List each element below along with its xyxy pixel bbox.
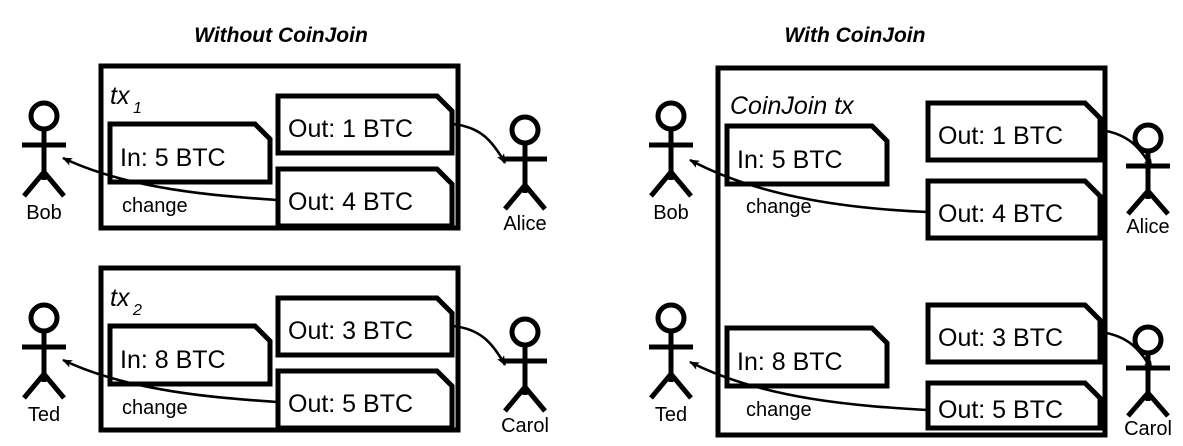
coinjoin-change-label-2: change: [746, 399, 812, 421]
tx2-output1-label: Out: 3 BTC: [288, 317, 413, 345]
carol-left-head: [509, 316, 541, 348]
tx1-input-label: In: 5 BTC: [120, 144, 226, 172]
coinjoin-output2-box: [925, 178, 1103, 241]
coinjoin-tx-label: CoinJoin tx: [730, 92, 855, 120]
coinjoin-change-arrow-2: [689, 360, 928, 412]
right-person-carol: Carol: [1124, 324, 1172, 440]
ted-left-head: [28, 302, 60, 334]
coinjoin-input1-label: In: 5 BTC: [737, 146, 843, 174]
coinjoin-output2-label: Out: 4 BTC: [938, 200, 1063, 228]
alice-left-legs: [503, 181, 547, 211]
coinjoin-input2-box: [724, 325, 890, 389]
alice-left-label: Alice: [503, 213, 546, 235]
carol-left-legs: [503, 383, 547, 413]
tx1-input-box: [107, 121, 273, 185]
right-person-ted: Ted: [649, 302, 693, 426]
left-panel-title: Without CoinJoin: [194, 24, 368, 47]
tx2-input-label: In: 8 BTC: [120, 346, 226, 374]
tx1-output1-box: [275, 93, 455, 156]
tx1-output1-label: Out: 1 BTC: [288, 115, 413, 143]
right-person-bob: Bob: [649, 100, 693, 224]
tx1-change-arrow: [62, 156, 278, 202]
coinjoin-change-arrow-1: [689, 158, 928, 214]
tx2-output2-label: Out: 5 BTC: [288, 390, 413, 418]
left-tx1-group: tx 1 In: 5 BTC Out: 1 BTC Out: 4 BTC cha…: [62, 63, 507, 231]
tx1-output2-box: [275, 166, 455, 229]
carol-right-legs: [1126, 389, 1170, 418]
ted-right-head: [655, 302, 687, 334]
tx2-input-box: [107, 323, 273, 387]
left-person-alice: Alice: [503, 114, 547, 235]
coinjoin-output1-box: [925, 100, 1103, 163]
coinjoin-change-label-1: change: [746, 196, 812, 218]
coinjoin-input2-label: In: 8 BTC: [737, 348, 843, 376]
right-person-alice: Alice: [1126, 122, 1170, 238]
alice-right-legs: [1126, 187, 1170, 216]
tx1-payment-arrow: [452, 122, 507, 164]
bob-right-label: Bob: [653, 202, 689, 224]
bob-left-legs: [22, 168, 66, 198]
bob-right-head: [655, 100, 687, 132]
tx2-subscript: 2: [132, 302, 142, 319]
tx2-label: tx: [110, 284, 131, 312]
ted-right-label: Ted: [655, 404, 687, 426]
coinjoin-output1-label: Out: 1 BTC: [938, 122, 1063, 150]
left-person-bob: Bob: [22, 100, 66, 224]
coinjoin-output4-box: [925, 380, 1103, 431]
coinjoin-output4-label: Out: 5 BTC: [938, 396, 1063, 424]
bob-left-label: Bob: [26, 202, 62, 224]
carol-right-label: Carol: [1124, 418, 1172, 440]
left-person-ted: Ted: [22, 302, 66, 426]
ted-left-legs: [22, 370, 66, 400]
tx2-output1-box: [275, 295, 455, 358]
ted-left-label: Ted: [28, 404, 60, 426]
alice-right-label: Alice: [1126, 216, 1169, 238]
right-coinjoin-group: CoinJoin tx In: 5 BTC In: 8 BTC Out: 1 B…: [689, 65, 1154, 438]
tx2-change-label: change: [122, 397, 188, 419]
tx2-payment-arrow: [452, 324, 507, 366]
tx2-change-arrow: [62, 358, 278, 404]
left-person-carol: Carol: [501, 316, 549, 437]
tx2-output2-box: [275, 368, 455, 431]
coinjoin-output3-label: Out: 3 BTC: [938, 324, 1063, 352]
ted-right-legs: [649, 370, 693, 400]
tx1-subscript: 1: [133, 100, 142, 117]
carol-right-head: [1132, 324, 1164, 356]
alice-right-head: [1132, 122, 1164, 154]
coinjoin-input1-box: [724, 123, 890, 187]
bob-right-legs: [649, 168, 693, 198]
coinjoin-output3-box: [925, 302, 1103, 365]
tx1-change-label: change: [122, 195, 188, 217]
alice-left-head: [509, 114, 541, 146]
left-tx2-group: tx 2 In: 8 BTC Out: 3 BTC Out: 5 BTC cha…: [62, 265, 507, 433]
tx1-label: tx: [110, 82, 131, 110]
bob-left-head: [28, 100, 60, 132]
tx1-output2-label: Out: 4 BTC: [288, 188, 413, 216]
right-panel-title: With CoinJoin: [785, 24, 926, 47]
carol-left-label: Carol: [501, 415, 549, 437]
